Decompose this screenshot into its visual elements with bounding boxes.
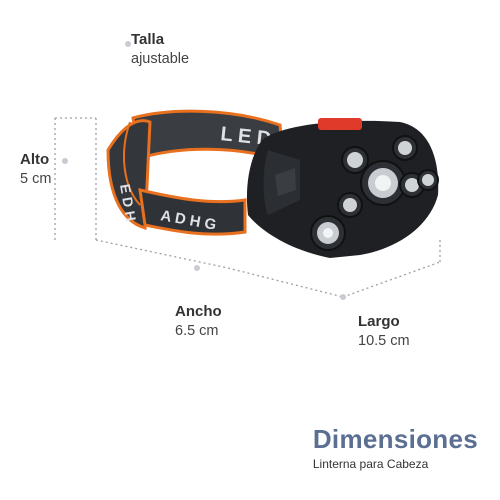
ancho-title: Ancho — [175, 303, 222, 320]
led-large — [360, 160, 406, 206]
talla-value: ajustable — [131, 51, 190, 68]
largo-title: Largo — [358, 313, 400, 330]
footer-subtitle: Linterna para Cabeza — [312, 457, 429, 471]
lamp-body — [246, 118, 439, 258]
led-array — [310, 135, 439, 251]
alto-value: 5 cm — [20, 171, 52, 188]
alto-title: Alto — [20, 151, 50, 168]
largo-value: 10.5 cm — [358, 333, 410, 350]
led-small-1 — [341, 146, 369, 174]
led-small-5 — [337, 192, 363, 218]
led-small-2 — [392, 135, 418, 161]
led-small-4 — [417, 169, 439, 191]
dimension-dots — [62, 41, 346, 300]
footer-title: Dimensiones — [312, 424, 478, 454]
alto-label: Alto 5 cm — [20, 151, 51, 188]
ancho-label: Ancho 6.5 cm — [175, 303, 222, 340]
dimension-guides — [54, 117, 441, 298]
ancho-value: 6.5 cm — [175, 323, 219, 340]
largo-label: Largo 10.5 cm — [358, 313, 410, 350]
footer-heading: Dimensiones Linterna para Cabeza — [313, 424, 478, 471]
talla-title: Talla — [131, 31, 165, 48]
talla-label: Talla ajustable — [131, 31, 189, 68]
strap-text-side: E D H — [117, 183, 139, 223]
led-medium-bottom — [310, 215, 346, 251]
power-button — [318, 118, 362, 130]
